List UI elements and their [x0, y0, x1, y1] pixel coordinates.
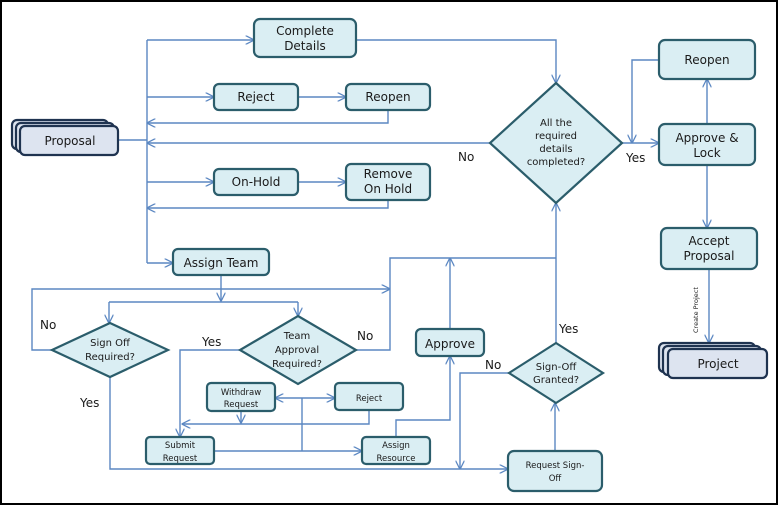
node-reopen-top[interactable]: Reopen — [344, 82, 432, 112]
connector — [460, 372, 509, 469]
connector — [395, 356, 450, 437]
node-assign-team[interactable]: Assign Team — [171, 247, 271, 277]
svg-text:Reject: Reject — [356, 394, 383, 404]
svg-text:Reopen: Reopen — [365, 90, 410, 104]
svg-text:Proposal: Proposal — [45, 134, 96, 148]
connectors — [31, 39, 709, 469]
connector — [147, 200, 389, 208]
connector — [356, 257, 556, 351]
label-signoff-required-yes: Yes — [79, 396, 99, 410]
connector — [31, 289, 390, 351]
node-request-signoff[interactable]: Request Sign-Off — [506, 449, 604, 493]
svg-text:Assign Team: Assign Team — [184, 256, 259, 270]
label-details-yes: Yes — [625, 151, 645, 165]
label-team-approval-no: No — [357, 329, 373, 343]
svg-text:Reopen: Reopen — [684, 53, 729, 67]
label-signoff-granted-yes: Yes — [558, 322, 578, 336]
connector — [182, 410, 370, 424]
label-details-no: No — [458, 150, 474, 164]
label-create-project: Create Project — [692, 287, 700, 333]
node-approve[interactable]: Approve — [414, 327, 486, 358]
node-on-hold[interactable]: On-Hold — [212, 167, 300, 197]
svg-text:Reject: Reject — [237, 90, 274, 104]
label-signoff-granted-no: No — [485, 358, 501, 372]
svg-text:Approve: Approve — [425, 337, 475, 351]
node-project[interactable]: Project — [657, 341, 769, 380]
node-approve-lock[interactable]: Approve &Lock — [657, 122, 757, 167]
connector — [109, 377, 508, 469]
node-reject-small[interactable]: Reject — [333, 381, 405, 412]
node-proposal[interactable]: Proposal — [10, 118, 120, 157]
svg-text:Request Sign-Off: Request Sign-Off — [526, 461, 585, 484]
connector — [180, 349, 240, 437]
connector — [356, 39, 556, 83]
svg-text:On-Hold: On-Hold — [232, 175, 281, 189]
svg-text:Approve &Lock: Approve &Lock — [675, 131, 738, 160]
node-reopen-right[interactable]: Reopen — [657, 38, 757, 81]
label-team-approval-yes: Yes — [201, 335, 221, 349]
label-signoff-required-no: No — [40, 318, 56, 332]
connector — [632, 59, 659, 143]
svg-text:Project: Project — [697, 357, 738, 371]
connector — [147, 110, 389, 123]
node-reject-top[interactable]: Reject — [212, 82, 300, 112]
